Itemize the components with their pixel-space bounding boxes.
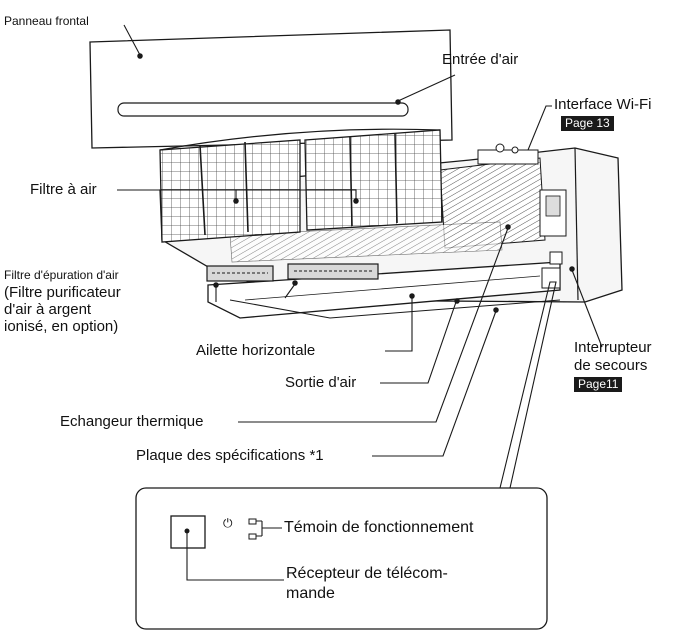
label-receiver-line2: mande	[286, 585, 335, 602]
label-wifi-interface: Interface Wi-Fi	[554, 96, 652, 113]
label-front-panel: Panneau frontal	[4, 14, 89, 28]
label-purif-line3: d'air à argent	[4, 301, 92, 318]
label-horizontal-vane: Ailette horizontale	[196, 342, 316, 359]
wifi-page-tag: Page 13	[561, 116, 614, 131]
indicator-callout	[135, 487, 548, 630]
label-spec-plate: Plaque des spécifications *1	[136, 447, 324, 464]
label-remote-receiver: Récepteur de télécom- mande	[286, 564, 526, 604]
label-air-purifying-filter: Filtre d'épuration d'air (Filtre purific…	[4, 267, 204, 335]
label-emergency-line1: Interrupteur	[574, 339, 652, 356]
label-purif-line4: ionisé, en option)	[4, 318, 119, 335]
label-air-inlet: Entrée d'air	[442, 51, 519, 68]
front-panel	[89, 29, 453, 149]
label-emergency-line2: de secours	[574, 357, 648, 374]
label-purif-line1: Filtre d'épuration d'air	[4, 268, 119, 282]
label-air-filter: Filtre à air	[30, 181, 97, 198]
air-filter	[159, 128, 443, 243]
emergency-page-tag: Page11	[574, 377, 623, 392]
label-emergency-switch: Interrupteur de secours	[574, 339, 684, 375]
air-purifying-filters	[206, 263, 379, 282]
power-icon: ⏻	[223, 516, 233, 530]
label-purif-line2: (Filtre purificateur	[4, 284, 121, 301]
label-receiver-line1: Récepteur de télécom-	[286, 565, 448, 582]
leader-lines	[117, 24, 603, 489]
label-heat-exchanger: Echangeur thermique	[60, 413, 204, 430]
label-operation-indicator: Témoin de fonctionnement	[284, 519, 474, 536]
label-air-outlet: Sortie d'air	[285, 374, 357, 391]
